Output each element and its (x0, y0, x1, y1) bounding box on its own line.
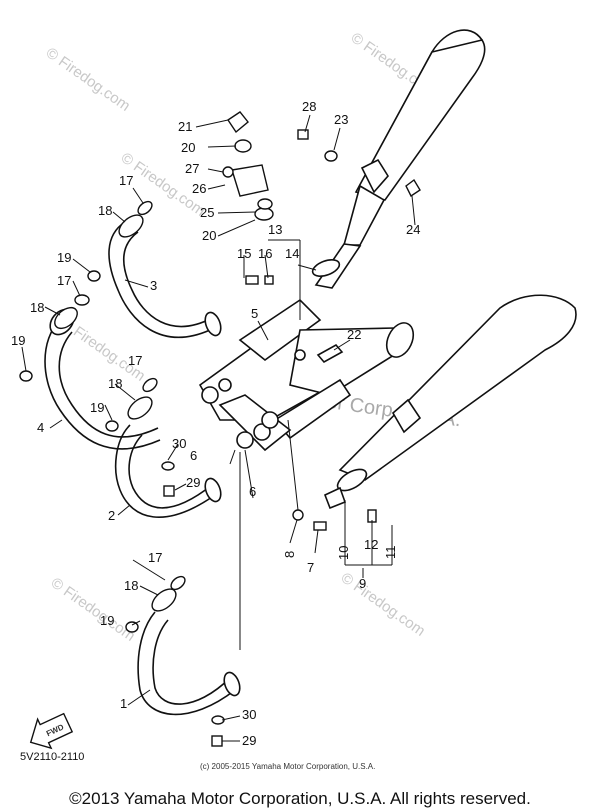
part-number-17: 17 (57, 273, 71, 288)
part-number-8: 8 (282, 551, 297, 558)
part-number-29: 29 (242, 733, 256, 748)
part-number-18: 18 (108, 376, 122, 391)
copyright-footer: ©2013 Yamaha Motor Corporation, U.S.A. A… (69, 789, 531, 808)
part-number-27: 27 (185, 161, 199, 176)
part-number-2: 2 (108, 508, 115, 523)
flanges-and-fasteners (19, 111, 421, 747)
part-number-18: 18 (30, 300, 44, 315)
part-number-22: 22 (347, 327, 361, 342)
header-pipes (44, 221, 241, 716)
part-number-23: 23 (334, 112, 348, 127)
part-number-26: 26 (192, 181, 206, 196)
part-number-19: 19 (57, 250, 71, 265)
part-number-4: 4 (37, 420, 44, 435)
part-number-13: 13 (268, 222, 282, 237)
part-number-20: 20 (202, 228, 216, 243)
small-copyright: (c) 2005-2015 Yamaha Motor Corporation, … (200, 762, 375, 771)
part-number-24: 24 (406, 222, 420, 237)
part-number-5: 5 (251, 306, 258, 321)
firedog-watermark: © Firedog.com (43, 44, 134, 114)
part-number-14: 14 (285, 246, 299, 261)
part-callouts: 17 18 19 17 3 18 19 17 18 19 4 30 6 29 2… (11, 99, 420, 748)
exhaust-chamber (198, 298, 415, 452)
part-number-18: 18 (98, 203, 112, 218)
part-number-17: 17 (119, 173, 133, 188)
part-number-1: 1 (120, 696, 127, 711)
upper-muffler (311, 29, 486, 289)
part-number-9: 9 (359, 576, 366, 591)
part-number-12: 12 (364, 537, 378, 552)
leader-lines (21, 114, 416, 742)
part-number-7: 7 (307, 560, 314, 575)
part-number-25: 25 (200, 205, 214, 220)
lower-muffler (323, 294, 577, 510)
part-number-17: 17 (148, 550, 162, 565)
part-number-11: 11 (383, 546, 398, 560)
part-number-19: 19 (100, 613, 114, 628)
part-number-19: 19 (11, 333, 25, 348)
part-number-20: 20 (181, 140, 195, 155)
part-number-17: 17 (128, 353, 142, 368)
part-number-28: 28 (302, 99, 316, 114)
part-number-19: 19 (90, 400, 104, 415)
part-number-6: 6 (190, 448, 197, 463)
forward-arrow: FWD (29, 712, 74, 750)
part-number-21: 21 (178, 119, 192, 134)
part-number-15: 15 (237, 246, 251, 261)
diagram-code: 5V2110-2110 (20, 751, 84, 763)
firedog-watermark: © Firedog.com (338, 569, 429, 639)
part-number-16: 16 (258, 246, 272, 261)
part-number-10: 10 (336, 546, 351, 560)
part-number-30: 30 (172, 436, 186, 451)
part-number-6: 6 (249, 484, 256, 499)
part-number-29: 29 (186, 475, 200, 490)
part-number-3: 3 (150, 278, 157, 293)
part-number-30: 30 (242, 707, 256, 722)
part-number-18: 18 (124, 578, 138, 593)
